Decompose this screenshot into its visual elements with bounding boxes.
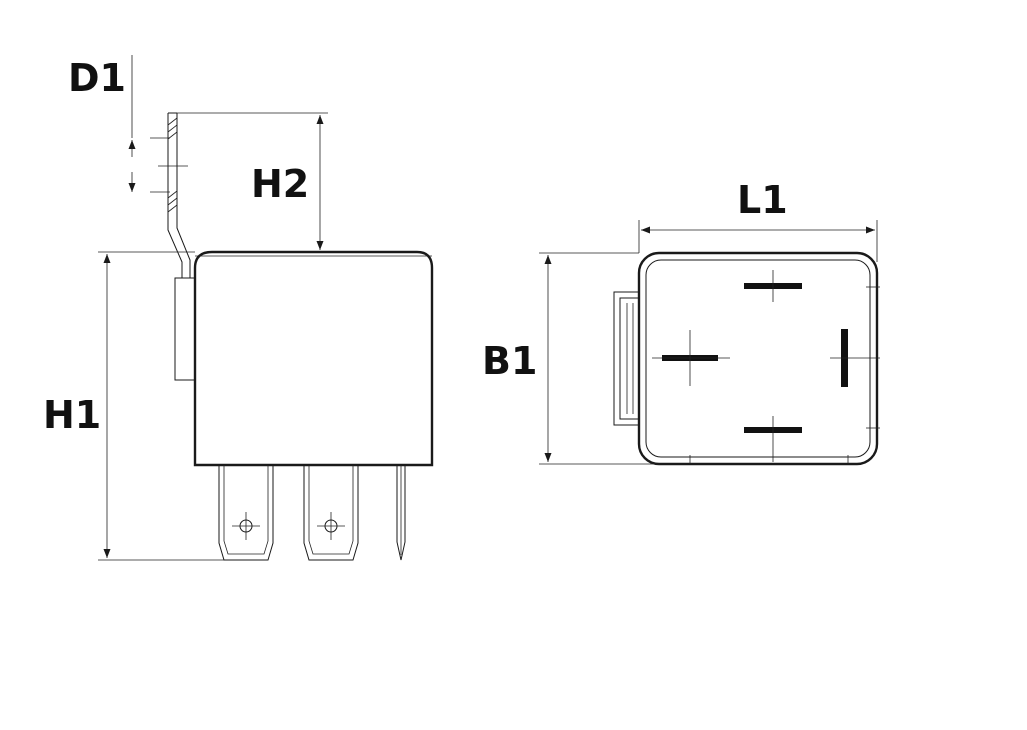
- bottom-view: [539, 220, 880, 466]
- side-view: [98, 55, 434, 561]
- label-h2: H2: [251, 162, 310, 206]
- dimension-h2: [177, 112, 328, 250]
- dimension-l1: [638, 220, 878, 262]
- label-h1: H1: [43, 393, 102, 437]
- label-l1: L1: [737, 178, 788, 222]
- relay-body-side: [193, 250, 434, 467]
- dimension-h1: [98, 251, 224, 561]
- terminal-left: [218, 465, 274, 561]
- label-d1: D1: [68, 56, 126, 100]
- label-b1: B1: [482, 339, 538, 383]
- dimension-b1: [539, 252, 660, 465]
- side-bracket-tab: [613, 291, 640, 426]
- mounting-bracket: [150, 112, 196, 381]
- terminal-right-blade: [396, 465, 406, 561]
- terminal-middle: [303, 465, 359, 561]
